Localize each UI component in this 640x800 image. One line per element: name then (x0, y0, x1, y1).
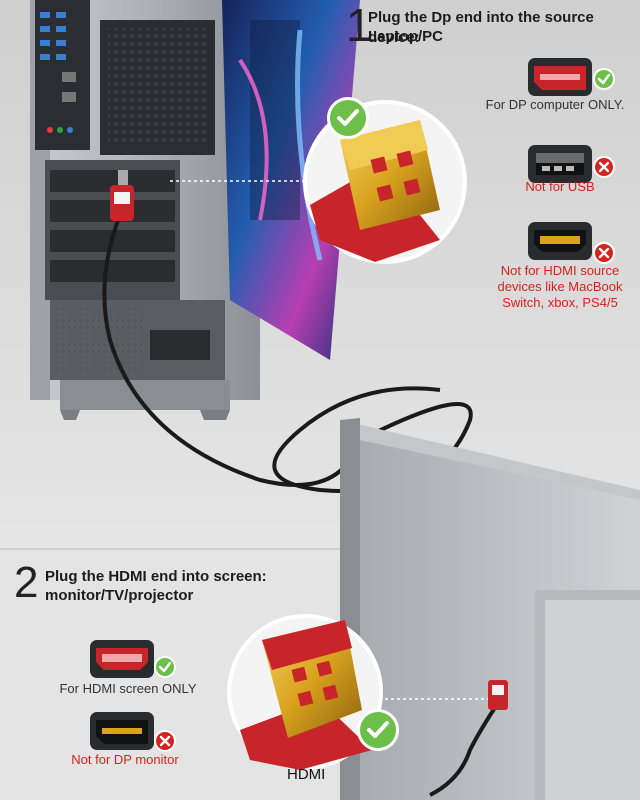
hdmi-check-icon (357, 709, 399, 751)
step1-title-line2: Laptop/PC (368, 28, 443, 45)
dp-check-icon (327, 97, 369, 139)
hdmi-port-icon-screen (90, 640, 154, 678)
step2-title-line2: monitor/TV/projector (45, 587, 194, 604)
dp-ok-check-icon (593, 68, 615, 90)
displayport-port-icon-screen (90, 712, 154, 750)
step2-title-line1: Plug the HDMI end into screen: (45, 568, 267, 585)
hdmi-port-icon (528, 222, 592, 260)
hdmi-x-icon (593, 242, 615, 264)
usb-port-icon (528, 145, 592, 183)
usb-x-icon (593, 156, 615, 178)
displayport-port-icon (528, 58, 592, 96)
step1-title-line1: Plug the Dp end into the source device: (368, 9, 594, 46)
dp-connector-zoom (303, 100, 467, 264)
usb-no-label: Not for USB (525, 179, 595, 194)
step2-number: 2 (14, 558, 39, 607)
hdmi-source-no-label-2: devices like MacBook (497, 279, 623, 294)
hdmi-screen-ok-check-icon (154, 656, 176, 678)
hdmi-caption: HDMI (287, 766, 326, 783)
dp-monitor-no-label: Not for DP monitor (71, 752, 179, 767)
hdmi-screen-ok-label: For HDMI screen ONLY (59, 681, 197, 696)
dp-ok-label: For DP computer ONLY. (485, 97, 625, 112)
step1-number: 1 (346, 0, 372, 51)
pc-tower (30, 0, 360, 420)
dp-monitor-x-icon (154, 730, 176, 752)
hdmi-source-no-label-3: Switch, xbox, PS4/5 (502, 295, 618, 310)
hdmi-connector-zoom (227, 614, 383, 770)
hdmi-source-no-label-1: Not for HDMI source (500, 263, 620, 278)
monitor (340, 418, 640, 800)
